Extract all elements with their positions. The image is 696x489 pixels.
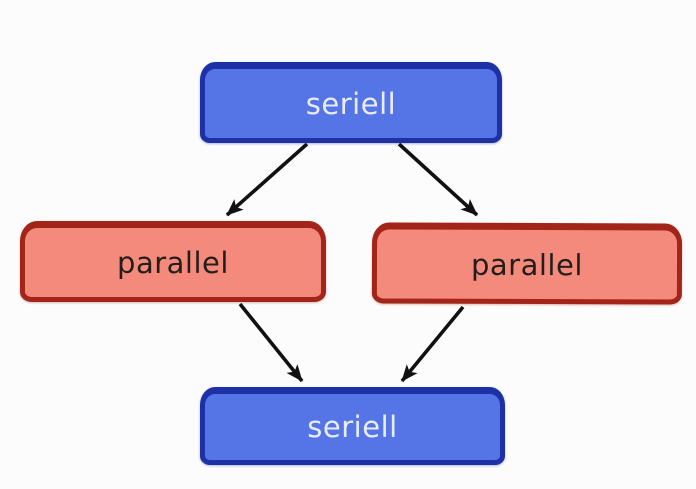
arrow-parallel-right-to-seriell-bottom [400,305,465,383]
node-seriell-top: seriell [200,62,502,143]
node-seriell-top-label: seriell [305,86,397,121]
arrow-seriell-top-to-parallel-left [225,142,309,217]
arrow-parallel-left-to-seriell-bottom [238,302,304,383]
node-parallel-left: parallel [20,221,326,302]
node-parallel-right-label: parallel [470,247,583,282]
node-seriell-bottom-label: seriell [307,410,398,444]
node-parallel-right: parallel [371,222,683,305]
node-parallel-left-label: parallel [117,245,229,280]
arrow-seriell-top-to-parallel-right [397,142,479,217]
node-seriell-bottom: seriell [200,387,505,465]
